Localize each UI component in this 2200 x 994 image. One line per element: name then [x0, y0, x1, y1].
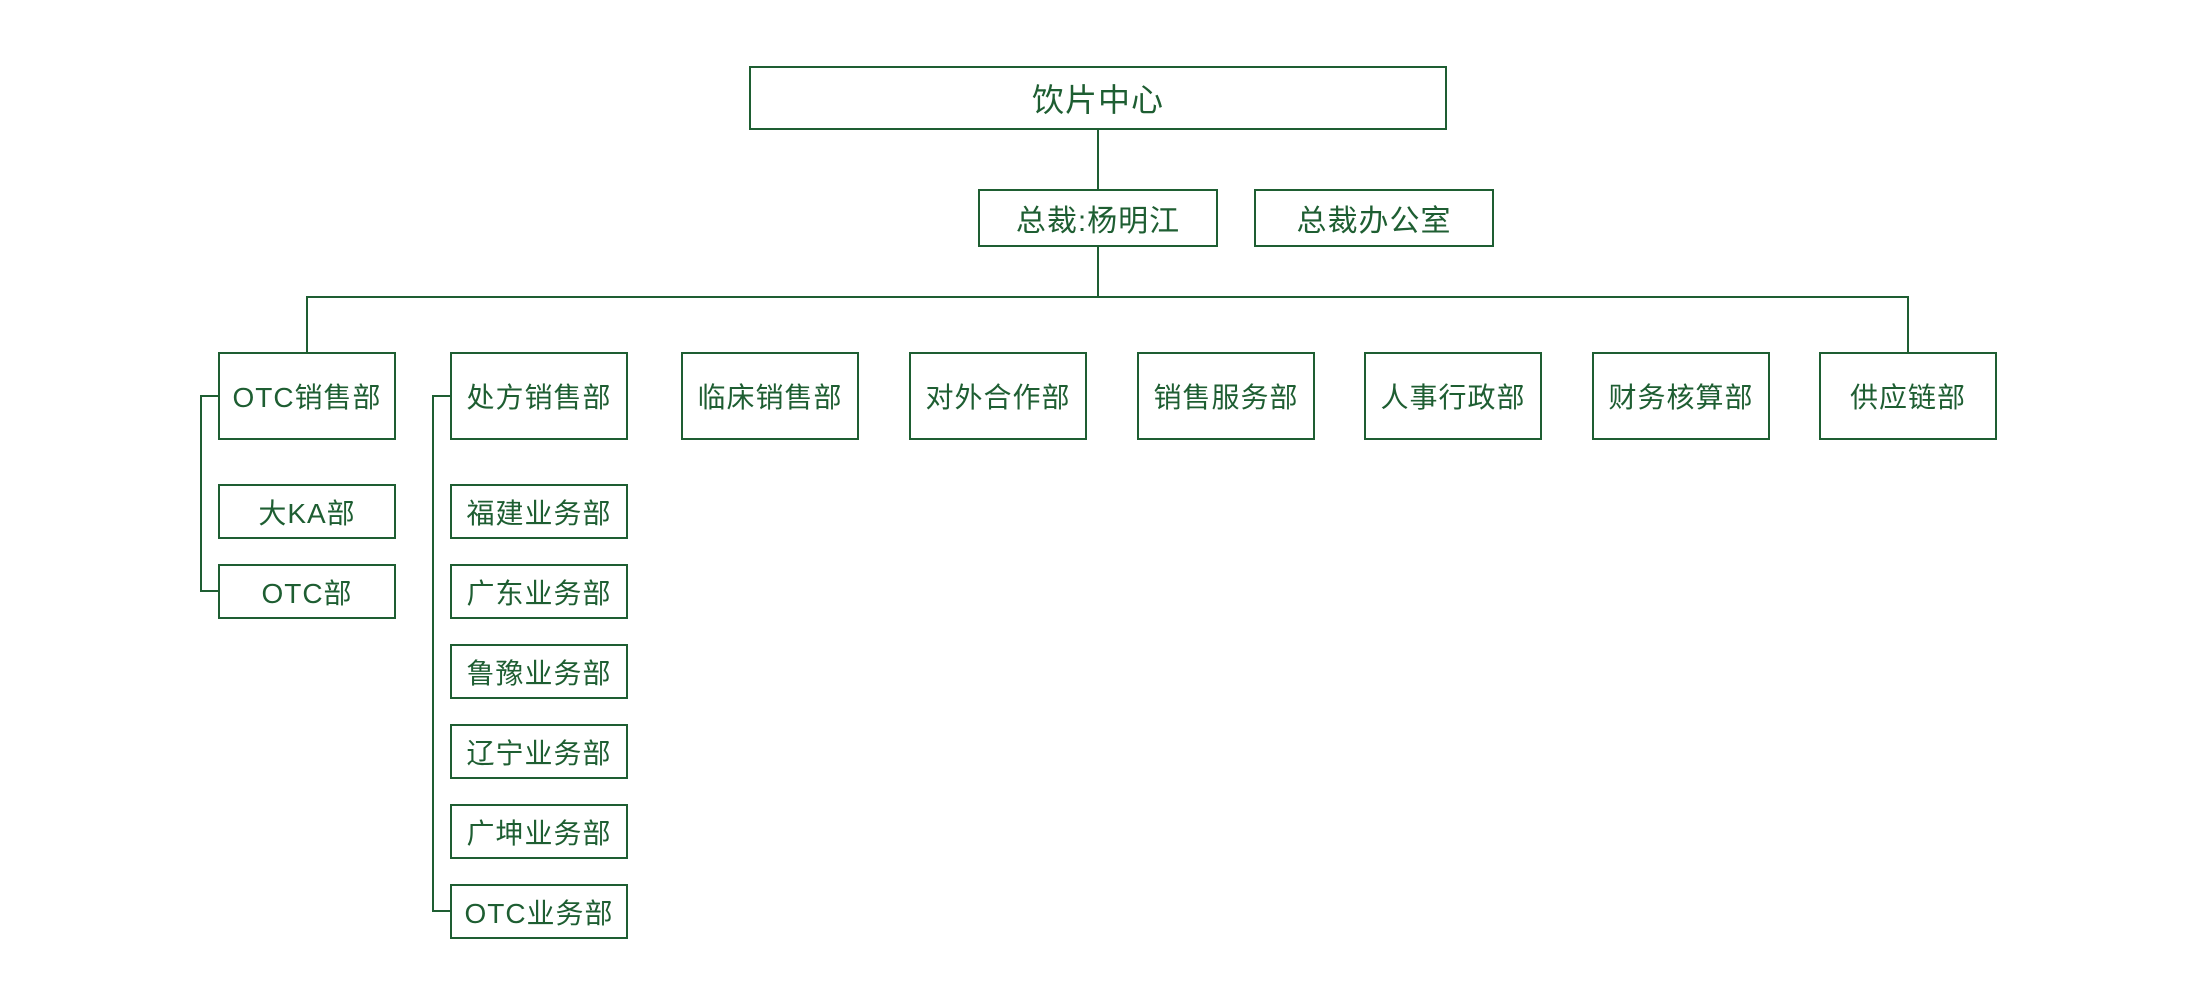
node-sales-service-dept: 销售服务部 — [1137, 352, 1315, 440]
node-prescription-sales-dept: 处方销售部 — [450, 352, 628, 440]
node-external-cooperation-dept: 对外合作部 — [909, 352, 1087, 440]
node-luyu-business-dept: 鲁豫业务部 — [450, 644, 628, 699]
connector-prescription-branch-bracket — [432, 395, 450, 912]
node-root-yinpian-center: 饮片中心 — [749, 66, 1447, 130]
node-hr-admin-dept: 人事行政部 — [1364, 352, 1542, 440]
node-president: 总裁:杨明江 — [978, 189, 1218, 247]
node-finance-accounting-dept: 财务核算部 — [1592, 352, 1770, 440]
node-fujian-business-dept: 福建业务部 — [450, 484, 628, 539]
node-guangdong-business-dept: 广东业务部 — [450, 564, 628, 619]
node-otc-business-dept: OTC业务部 — [450, 884, 628, 939]
connector-otc-branch-bracket — [200, 395, 218, 592]
node-president-office: 总裁办公室 — [1254, 189, 1494, 247]
node-guangkun-business-dept: 广坤业务部 — [450, 804, 628, 859]
node-otc-sales-dept: OTC销售部 — [218, 352, 396, 440]
node-liaoning-business-dept: 辽宁业务部 — [450, 724, 628, 779]
node-supply-chain-dept: 供应链部 — [1819, 352, 1997, 440]
node-big-ka-dept: 大KA部 — [218, 484, 396, 539]
connector-department-bus — [306, 296, 1909, 352]
node-clinical-sales-dept: 临床销售部 — [681, 352, 859, 440]
node-otc-dept: OTC部 — [218, 564, 396, 619]
